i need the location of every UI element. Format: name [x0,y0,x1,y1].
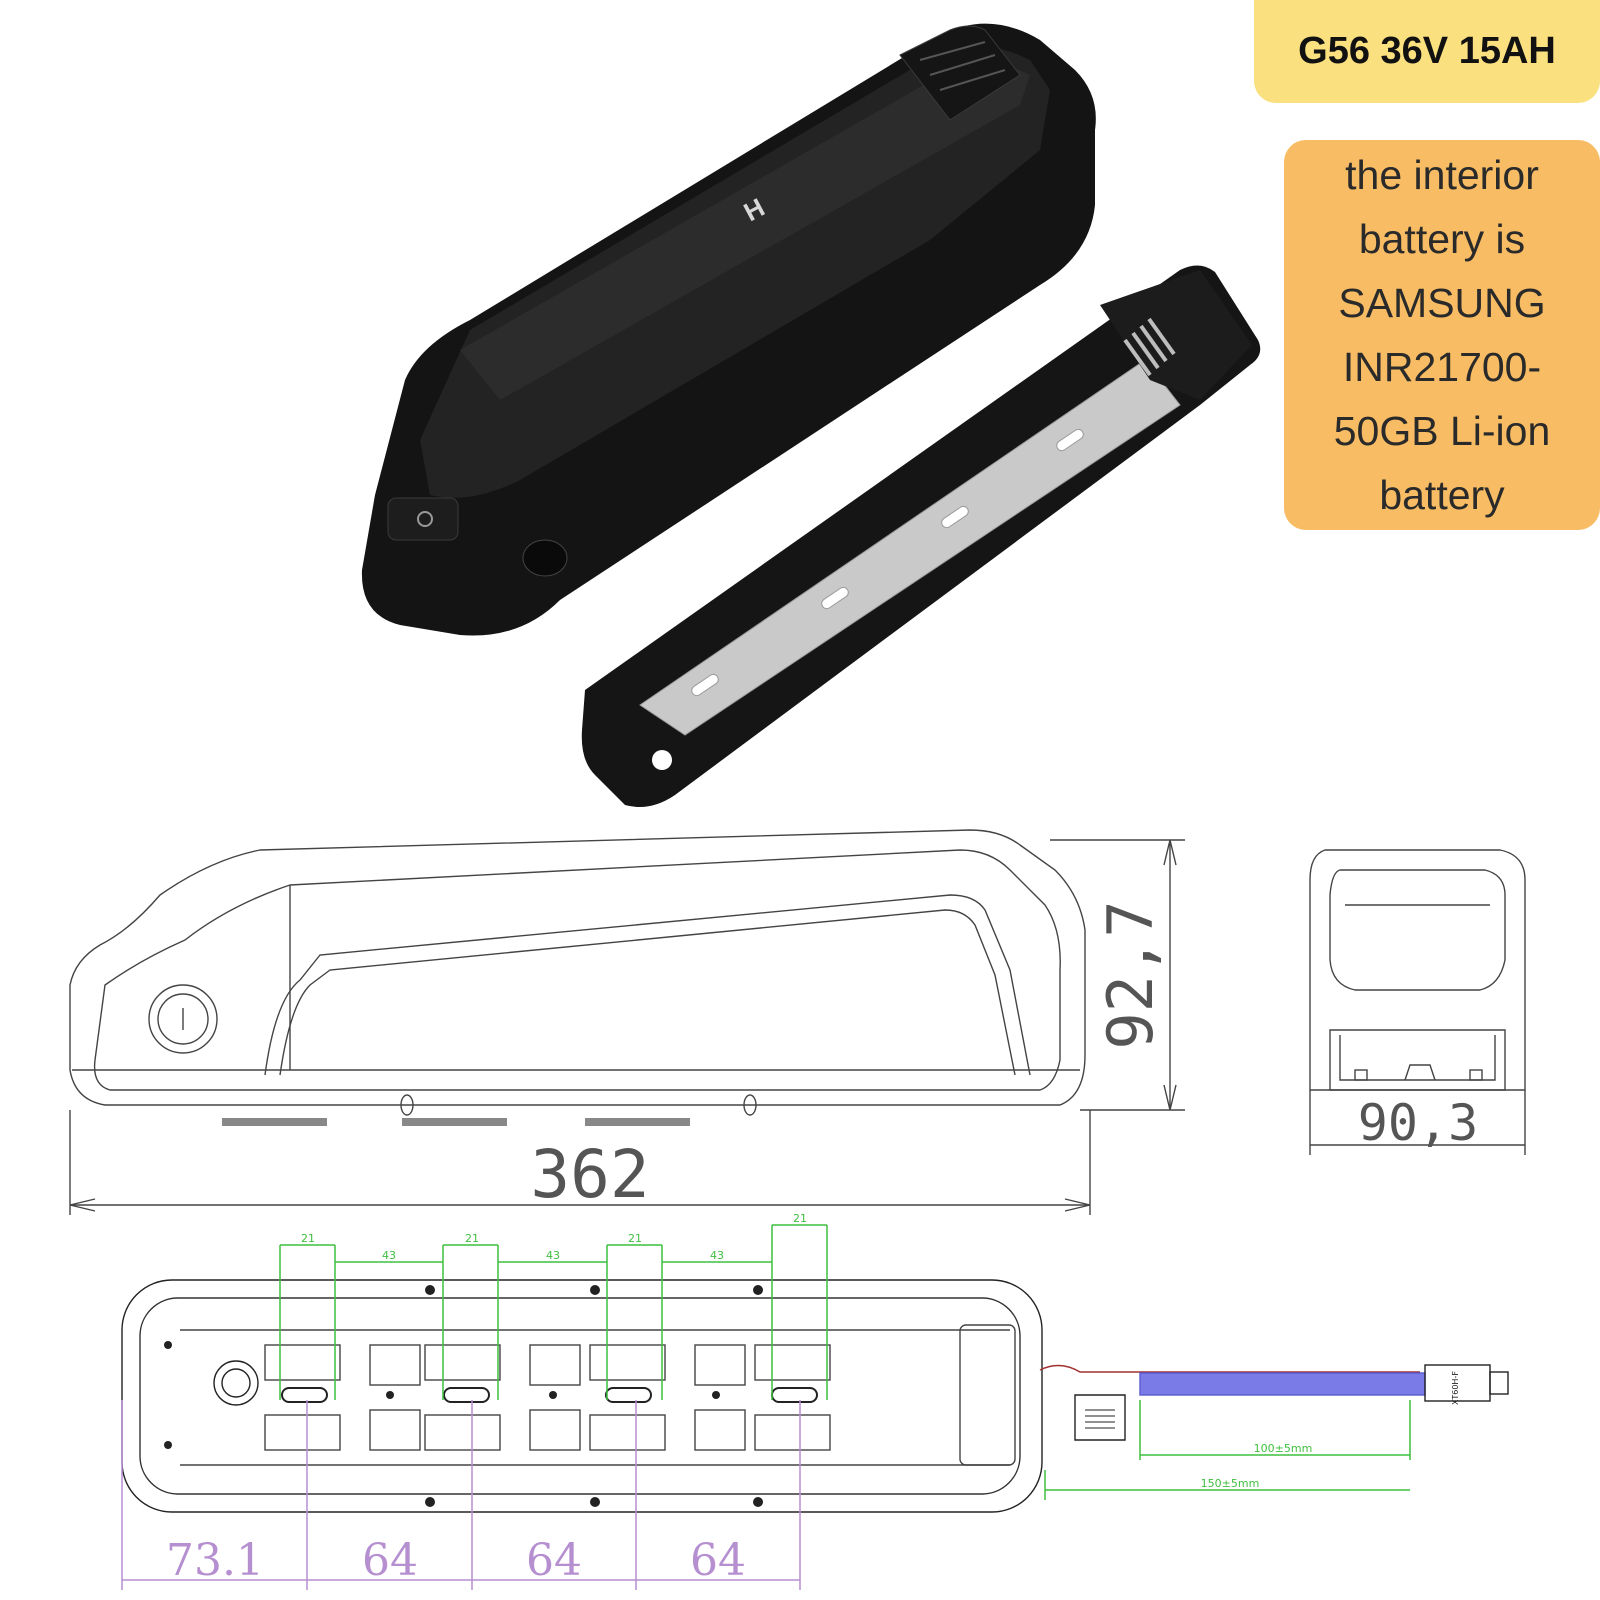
cable [1139,1372,1426,1396]
battery-info-text: the interior battery is SAMSUNG INR21700… [1333,152,1551,518]
mounting-hole [652,750,672,770]
aluminum-rail [639,359,1181,736]
cable-length-label: 100±5mm [1254,1442,1313,1455]
mounting-base-photo [581,265,1261,808]
key-lock-icon [522,539,568,577]
spacing-label: 64 [690,1535,746,1586]
slot-width-label: 21 [628,1232,642,1245]
side-view-drawing [69,829,1185,1215]
connector-label: XT60H-F [1451,1371,1460,1405]
slot-gap-label: 43 [546,1249,560,1262]
spacing-label: 64 [362,1535,418,1586]
battery-pack-photo: H [361,23,1096,636]
length-dimension-label: 362 [530,1136,649,1213]
bottom-view-drawing [121,1279,1509,1513]
slot-dimension-guides [279,1224,1411,1500]
bottom-slots [281,1387,818,1403]
mounting-pads [222,1118,690,1126]
slot-width-label: 21 [465,1232,479,1245]
slot-gap-label: 43 [710,1249,724,1262]
model-badge-text: G56 36V 15AH [1298,30,1556,72]
cable-length-label: 150±5mm [1201,1477,1260,1490]
spacing-label: 73.1 [166,1535,264,1586]
spec-sticker [899,25,1021,121]
end-view-drawing [1309,849,1526,1155]
rail-slots [691,428,1084,697]
power-indicator [387,497,459,541]
slot-width-label: 21 [793,1212,807,1225]
connector-block [1100,270,1252,400]
power-button-icon [417,511,433,527]
battery-info-badge: the interior battery is SAMSUNG INR21700… [1284,140,1600,530]
spacing-dimension-guides [121,1400,801,1590]
screw-holes [164,1285,763,1507]
slot-gap-label: 43 [382,1249,396,1262]
height-dimension-label: 92,7 [1094,900,1167,1049]
spacing-label: 64 [526,1535,582,1586]
slot-width-label: 21 [301,1232,315,1245]
connector-pins [1123,317,1176,377]
width-dimension-label: 90,3 [1358,1094,1478,1152]
model-badge: G56 36V 15AH [1254,0,1600,103]
